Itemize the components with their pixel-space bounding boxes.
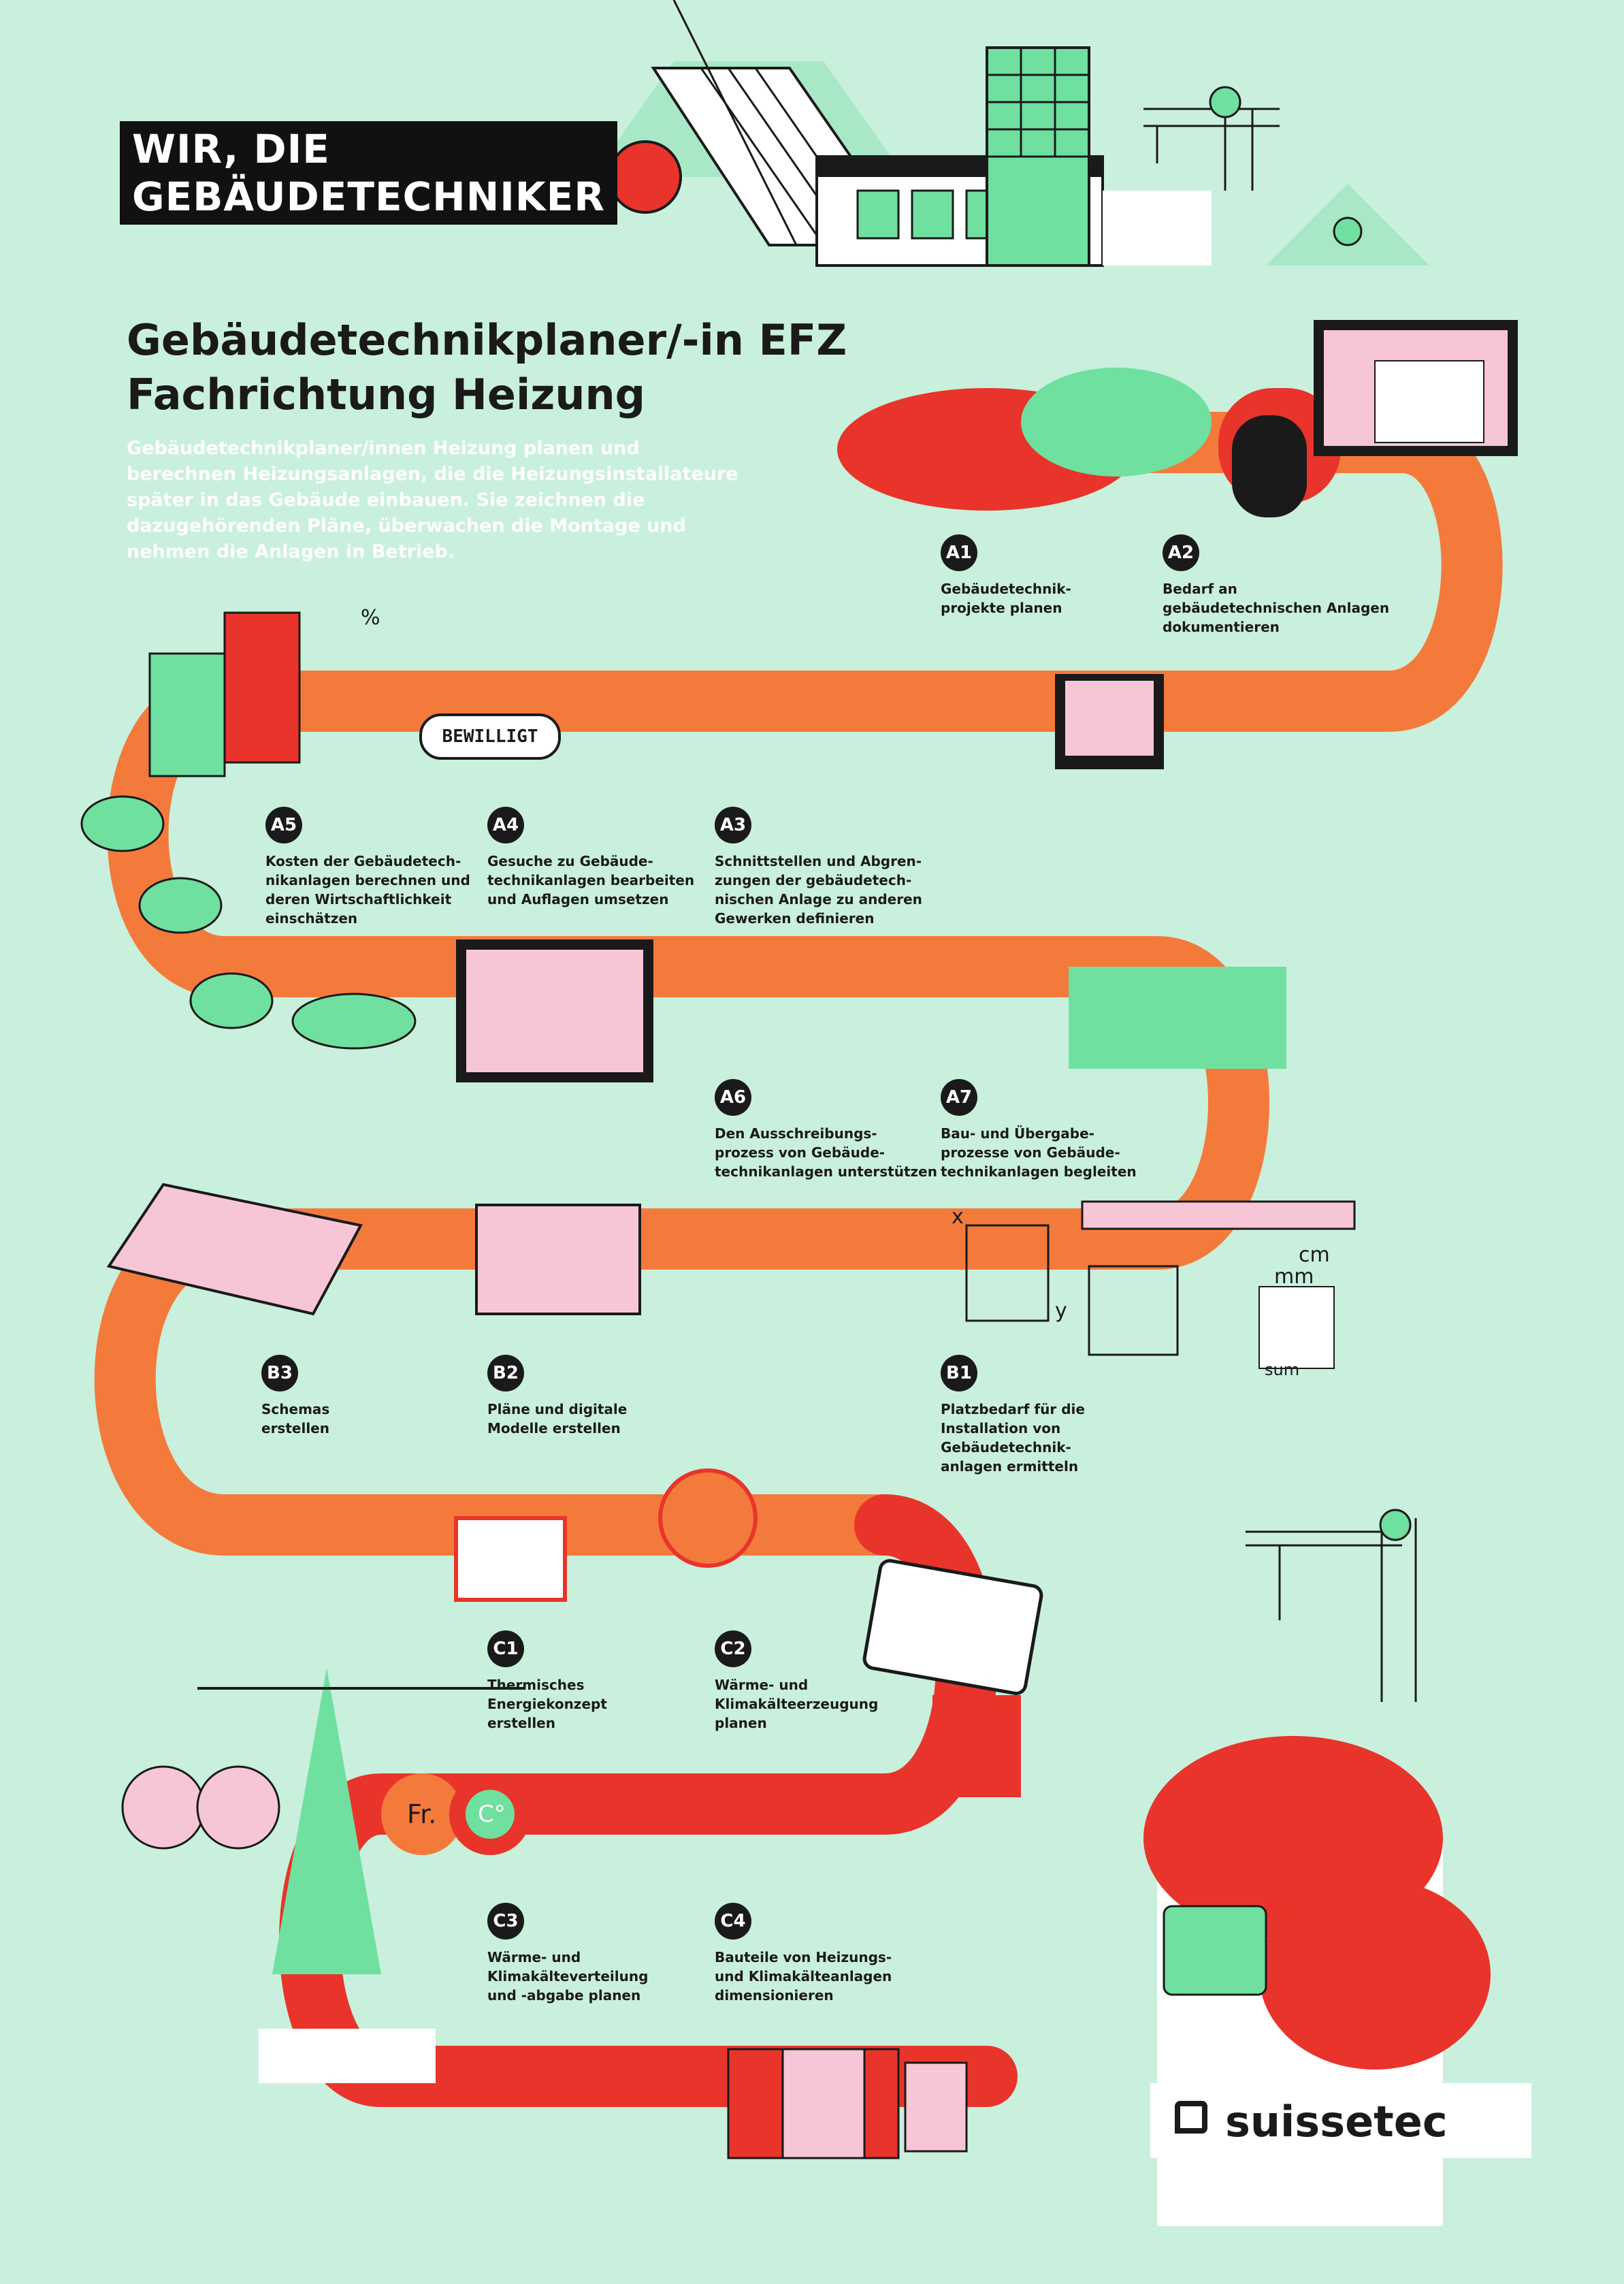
stamp-label: BEWILLIGT [419, 713, 561, 760]
currency-label: Fr. [407, 1799, 437, 1829]
brand-mark-icon [1175, 2101, 1207, 2134]
step-code: B2 [487, 1355, 524, 1392]
components-illustration [259, 2029, 968, 2159]
title-line-1: Gebäudetechnikplaner/-in EFZ [127, 315, 847, 365]
step-text: Wärme- und Klimakälteverteilung und -abg… [487, 1949, 649, 2004]
percent-label: % [361, 606, 380, 630]
cm-label: cm [1299, 1243, 1330, 1267]
skyline-illustration [592, 0, 1429, 267]
step-a1: A1 Gebäudetechnik- projekte planen [941, 534, 1227, 617]
radiator-illustration [454, 1468, 1043, 1695]
step-code: C4 [715, 1903, 751, 1940]
title-line-2: Fachrichtung Heizung [127, 370, 645, 419]
step-text: Bau- und Übergabe- prozesse von Gebäude-… [941, 1125, 1137, 1180]
step-code: A2 [1163, 534, 1199, 571]
step-text: Bedarf an gebäudetechnischen Anlagen dok… [1163, 581, 1390, 635]
step-text: Kosten der Gebäudetech- nikanlagen berec… [265, 853, 470, 927]
step-text: Pläne und digitale Modelle erstellen [487, 1401, 628, 1436]
step-text: Bauteile von Heizungs- und Klimakälteanl… [715, 1949, 892, 2004]
axis-y-label: y [1055, 1299, 1067, 1323]
step-c1: C1 Thermisches Energiekonzept erstellen [487, 1630, 773, 1733]
step-text: Schnittstellen und Abgren- zungen der ge… [715, 853, 922, 927]
step-text: Gesuche zu Gebäude- technikanlagen bearb… [487, 853, 695, 907]
step-text: Schemas erstellen [261, 1401, 330, 1436]
step-text: Thermisches Energiekonzept erstellen [487, 1677, 607, 1731]
step-b1: B1 Platzbedarf für die Installation von … [941, 1355, 1227, 1476]
mm-label: mm [1274, 1265, 1314, 1289]
step-code: A7 [941, 1079, 977, 1116]
step-a4: A4 Gesuche zu Gebäude- technikanlagen be… [487, 807, 773, 909]
badge-line-1: WIR, DIE [132, 125, 330, 173]
step-a3: A3 Schnittstellen und Abgren- zungen der… [715, 807, 1001, 928]
step-c3: C3 Wärme- und Klimakälteverteilung und -… [487, 1903, 773, 2005]
step-a6: A6 Den Ausschreibungs- prozess von Gebäu… [715, 1079, 1001, 1181]
energy-scale-illustration [121, 1668, 1021, 1974]
sum-label: sum [1265, 1360, 1300, 1379]
step-code: A6 [715, 1079, 751, 1116]
step-code: C1 [487, 1630, 524, 1667]
step-code: B3 [261, 1355, 298, 1392]
step-code: B1 [941, 1355, 977, 1392]
step-code: A5 [265, 807, 302, 843]
step-code: C3 [487, 1903, 524, 1940]
brand-logo: suissetec [1225, 2097, 1448, 2146]
step-text: Den Ausschreibungs- prozess von Gebäude-… [715, 1125, 937, 1180]
crane-person-illustration [1143, 1509, 1491, 2226]
brand-box [1150, 2083, 1531, 2158]
step-text: Gebäudetechnik- projekte planen [941, 581, 1071, 616]
step-b3: B3 Schemas erstellen [261, 1355, 547, 1438]
monitor-illustration [456, 674, 1286, 1082]
headline-badge: WIR, DIE GEBÄUDETECHNIKER [120, 121, 618, 225]
page-title: Gebäudetechnikplaner/-in EFZ Fachrichtun… [127, 313, 875, 422]
workstation-illustration [837, 320, 1518, 517]
step-b2: B2 Pläne und digitale Modelle erstellen [487, 1355, 773, 1438]
step-code: A4 [487, 807, 524, 843]
intro-text: Gebäudetechnikplaner/innen Heizung plane… [127, 438, 738, 562]
step-c4: C4 Bauteile von Heizungs- und Klimakälte… [715, 1903, 1001, 2005]
step-code: A3 [715, 807, 751, 843]
axis-x-label: x [952, 1205, 964, 1229]
step-text: Wärme- und Klimakälteerzeugung planen [715, 1677, 879, 1731]
coin-stack-illustration [80, 611, 417, 1050]
step-code: C2 [715, 1630, 751, 1667]
step-a2: A2 Bedarf an gebäudetechnischen Anlagen … [1163, 534, 1448, 637]
badge-line-2: GEBÄUDETECHNIKER [132, 173, 606, 221]
step-c2: C2 Wärme- und Klimakälteerzeugung planen [715, 1630, 1001, 1733]
drafting-table-illustration [106, 1183, 1356, 1369]
step-text: Platzbedarf für die Installation von Geb… [941, 1401, 1085, 1475]
step-code: A1 [941, 534, 977, 571]
step-a5: A5 Kosten der Gebäudetech- nikanlagen be… [265, 807, 551, 928]
degree-label: C° [478, 1801, 506, 1828]
step-a7: A7 Bau- und Übergabe- prozesse von Gebäu… [941, 1079, 1227, 1181]
